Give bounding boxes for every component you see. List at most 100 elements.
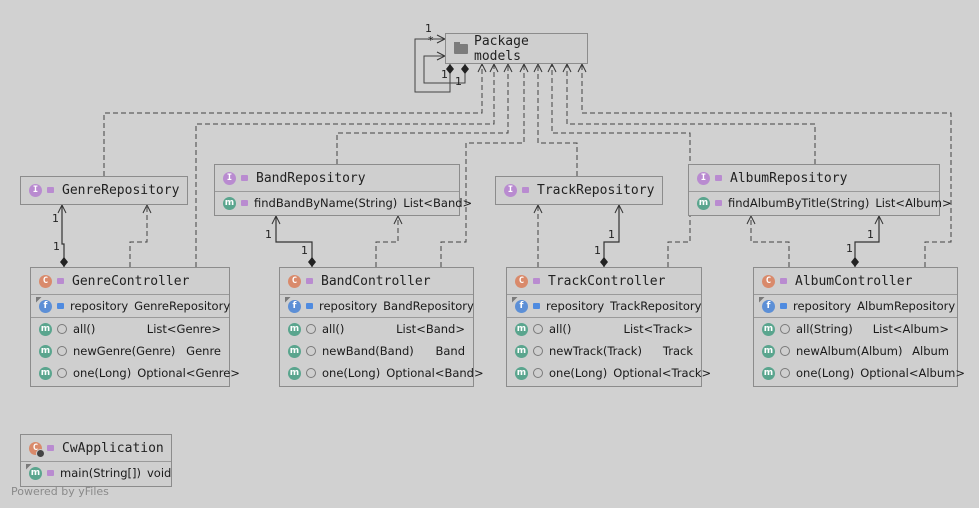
lock-icon: [715, 200, 722, 206]
band-repository-methods: m findBandByName(String) List<Band>: [215, 191, 472, 214]
method-name: findBandByName(String): [254, 196, 398, 210]
lock-icon: [522, 187, 529, 193]
method-row[interactable]: m newGenre(Genre) Genre: [31, 340, 229, 362]
package-models-node[interactable]: Package models: [445, 33, 588, 64]
method-icon: m: [288, 344, 301, 358]
lock-icon: [306, 278, 313, 284]
genre-repository-node[interactable]: I GenreRepository: [20, 176, 188, 205]
method-name: all(): [322, 322, 345, 336]
method-icon: m: [39, 344, 52, 358]
method-icon: m: [762, 366, 775, 380]
method-name: one(Long): [549, 366, 608, 380]
field-row[interactable]: f repository TrackRepository: [507, 295, 701, 317]
method-row[interactable]: m newTrack(Track) Track: [507, 340, 701, 362]
track-controller-header: C TrackController: [507, 268, 701, 294]
method-type: Album: [912, 344, 949, 358]
method-type: void: [147, 466, 172, 480]
method-row[interactable]: m all() List<Band>: [280, 318, 473, 340]
field-type: AlbumRepository: [857, 299, 956, 313]
lock-icon: [533, 303, 540, 309]
method-type: Genre: [186, 344, 221, 358]
method-type: Optional<Genre>: [137, 366, 240, 380]
genre-composition: [62, 205, 64, 267]
method-type: List<Band>: [403, 196, 473, 210]
method-row[interactable]: m one(Long) Optional<Genre>: [31, 362, 240, 384]
band-controller-fields: f repository BandRepository: [280, 294, 474, 317]
lock-icon: [241, 200, 248, 206]
album-repository-title: AlbumRepository: [730, 170, 848, 186]
band-repository-header: I BandRepository: [215, 165, 459, 191]
method-row[interactable]: m findAlbumByTitle(String) List<Album>: [689, 192, 952, 214]
class-icon: C: [39, 274, 52, 288]
field-name: repository: [319, 299, 378, 313]
method-row[interactable]: m main(String[]) void: [21, 462, 171, 484]
lock-icon: [47, 187, 54, 193]
track-repository-node[interactable]: I TrackRepository: [495, 176, 663, 205]
band-repository-title: BandRepository: [256, 170, 366, 186]
field-type: GenreRepository: [134, 299, 231, 313]
method-icon: m: [26, 463, 42, 480]
field-row[interactable]: f repository GenreRepository: [31, 295, 231, 317]
method-name: one(Long): [322, 366, 381, 380]
field-row[interactable]: f repository BandRepository: [280, 295, 474, 317]
class-icon: C: [762, 274, 775, 288]
genre-repository-header: I GenreRepository: [21, 177, 187, 203]
method-icon: m: [223, 196, 236, 210]
lock-icon: [47, 470, 54, 476]
album-controller-title: AlbumController: [795, 273, 913, 289]
cw-application-methods: m main(String[]) void: [21, 461, 171, 484]
band-ctrl-dep: [440, 64, 524, 267]
package-visibility-icon: [533, 368, 543, 378]
method-row[interactable]: m one(Long) Optional<Album>: [754, 362, 965, 384]
package-visibility-icon: [57, 346, 67, 356]
method-row[interactable]: m newBand(Band) Band: [280, 340, 473, 362]
method-type: List<Album>: [872, 322, 949, 336]
band-controller-node[interactable]: C BandController f repository BandReposi…: [279, 267, 484, 387]
method-name: findAlbumByTitle(String): [728, 196, 870, 210]
method-row[interactable]: m all() List<Genre>: [31, 318, 229, 340]
method-name: newGenre(Genre): [73, 344, 176, 358]
track-composition: [604, 205, 619, 267]
package-visibility-icon: [306, 324, 316, 334]
mult-album-top: 1: [867, 228, 874, 241]
field-row[interactable]: f repository AlbumRepository: [754, 295, 957, 317]
mult-band-bottom: 1: [301, 244, 308, 257]
mult-pkg-top: 1: [425, 22, 432, 35]
genre-controller-header: C GenreController: [31, 268, 229, 294]
track-controller-node[interactable]: C TrackController f repository TrackRepo…: [506, 267, 711, 387]
method-row[interactable]: m newAlbum(Album) Album: [754, 340, 957, 362]
package-visibility-icon: [306, 346, 316, 356]
band-repository-node[interactable]: I BandRepository m findBandByName(String…: [214, 164, 472, 216]
album-controller-node[interactable]: C AlbumController f repository AlbumRepo…: [753, 267, 965, 387]
method-icon: m: [39, 322, 52, 336]
field-type: BandRepository: [383, 299, 474, 313]
class-icon: C: [515, 274, 528, 288]
method-row[interactable]: m findBandByName(String) List<Band>: [215, 192, 472, 214]
album-controller-fields: f repository AlbumRepository: [754, 294, 957, 317]
method-icon: m: [762, 322, 775, 336]
lock-icon: [241, 175, 248, 181]
album-composition: [855, 216, 879, 267]
cw-application-node[interactable]: C CwApplication m main(String[]) void: [20, 434, 172, 487]
method-icon: m: [39, 366, 52, 380]
lock-icon: [780, 278, 787, 284]
method-name: newAlbum(Album): [796, 344, 903, 358]
track-repository-title: TrackRepository: [537, 182, 655, 198]
mult-pkg-right: 1: [455, 75, 462, 88]
method-row[interactable]: m one(Long) Optional<Track>: [507, 362, 711, 384]
album-repository-node[interactable]: I AlbumRepository m findAlbumByTitle(Str…: [688, 164, 952, 216]
method-icon: m: [515, 366, 528, 380]
method-type: List<Track>: [623, 322, 693, 336]
method-row[interactable]: m one(Long) Optional<Band>: [280, 362, 484, 384]
method-row[interactable]: m all(String) List<Album>: [754, 318, 957, 340]
album-repo-dep: [567, 64, 816, 164]
package-models-label: Package models: [474, 33, 529, 64]
field-icon: f: [512, 296, 528, 313]
method-type: Band: [435, 344, 465, 358]
method-icon: m: [515, 344, 528, 358]
method-row[interactable]: m all() List<Track>: [507, 318, 701, 340]
mult-album-bottom: 1: [846, 242, 853, 255]
field-name: repository: [70, 299, 129, 313]
genre-controller-node[interactable]: C GenreController f repository GenreRepo…: [30, 267, 240, 387]
